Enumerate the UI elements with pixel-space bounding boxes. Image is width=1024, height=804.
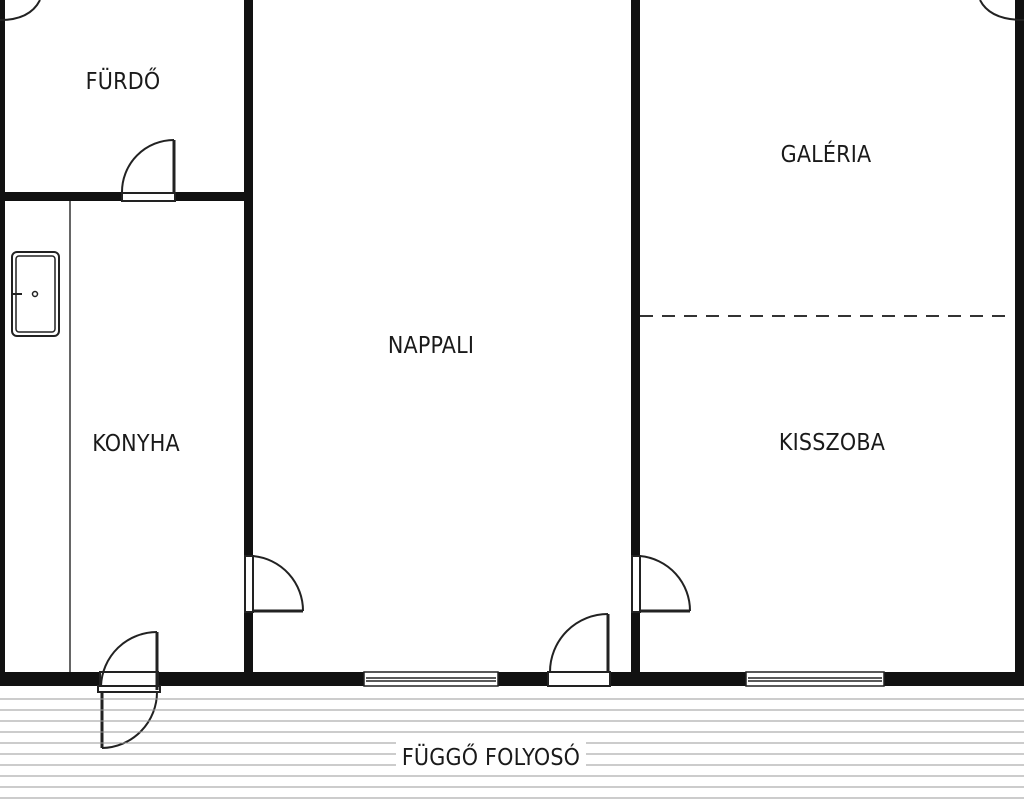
- room-label-small-room: KISSZOBA: [779, 430, 885, 456]
- corridor-floor-lines: [0, 698, 1024, 799]
- corridor-label-backdrop: [396, 742, 586, 768]
- door-smallroom-icon: [631, 555, 692, 613]
- top-left-corner-arc: [0, 0, 41, 21]
- room-label-corridor: FÜGGŐ FOLYOSÓ: [402, 743, 580, 771]
- sink-icon: [11, 251, 60, 337]
- walls: [0, 0, 1024, 686]
- living-gallery-wall-top: [631, 0, 640, 556]
- door-living-left-icon: [244, 555, 305, 613]
- room-label-living-room: NAPPALI: [388, 333, 474, 359]
- door-living-entrance-icon: [547, 613, 611, 687]
- room-label-kitchen: KONYHA: [92, 431, 180, 457]
- room-label-bathroom: FÜRDŐ: [86, 67, 161, 95]
- bathroom-kitchen-wall-right: [175, 192, 249, 201]
- bottom-wall-2: [158, 672, 364, 686]
- room-label-gallery: GALÉRIA: [781, 140, 872, 168]
- window-living-icon: [363, 671, 499, 687]
- kitchen-living-wall-top: [244, 0, 253, 556]
- door-bathroom-icon: [120, 139, 176, 202]
- bottom-wall-1: [0, 672, 100, 686]
- top-right-corner-arc: [979, 0, 1024, 21]
- bottom-wall-5: [884, 672, 1024, 686]
- bottom-wall-4: [611, 672, 746, 686]
- right-outer-wall: [1015, 0, 1024, 680]
- living-gallery-wall-bottom: [631, 612, 640, 682]
- kitchen-living-wall-bottom: [244, 612, 253, 682]
- door-kitchen-entrance-icon: [97, 631, 161, 749]
- bottom-wall-3: [498, 672, 548, 686]
- window-smallroom-icon: [745, 671, 885, 687]
- left-outer-wall: [0, 0, 5, 680]
- bathroom-kitchen-wall-left: [0, 192, 122, 201]
